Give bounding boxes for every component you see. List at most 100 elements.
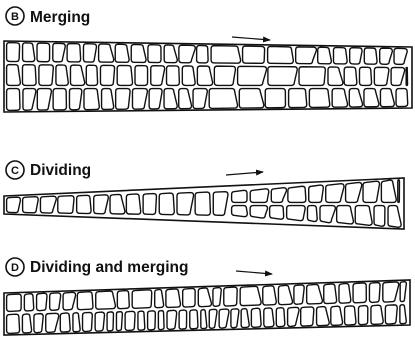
panel-b-cell bbox=[179, 89, 192, 109]
panel-b-cell bbox=[86, 65, 97, 85]
panel-d-cell bbox=[34, 314, 43, 333]
panel-b-cell bbox=[406, 68, 407, 86]
panel-b-cell bbox=[164, 89, 177, 109]
panel-d-cell bbox=[358, 306, 367, 325]
panel-c-cell-file bbox=[4, 178, 404, 229]
panel-d-cell bbox=[251, 308, 261, 327]
panel-d-cell bbox=[96, 291, 116, 309]
panel-b-cell bbox=[391, 67, 405, 85]
panel-c-cell bbox=[309, 185, 324, 202]
panel-c-cell bbox=[326, 184, 344, 203]
panel-b-cell bbox=[209, 89, 237, 109]
panel-b-cell bbox=[22, 65, 36, 86]
panel-c-cell bbox=[195, 192, 210, 215]
panel-b-cell bbox=[7, 65, 21, 86]
panel-d-cell bbox=[264, 308, 274, 327]
panel-d-cell bbox=[37, 293, 47, 310]
panel-c-cell bbox=[250, 206, 267, 218]
panel-b-cell bbox=[39, 65, 53, 86]
panel-b-cell bbox=[167, 66, 180, 86]
panel-b-letter: B bbox=[11, 11, 19, 23]
panel-b-cell bbox=[350, 48, 362, 64]
panel-b-cell bbox=[83, 44, 96, 62]
panel-b-cell bbox=[23, 43, 35, 62]
panel-b-cell bbox=[394, 48, 407, 64]
panel-d-cell bbox=[371, 305, 383, 324]
panel-b-cell bbox=[67, 43, 81, 61]
panel-d-cell bbox=[241, 309, 249, 328]
panel-d-cell bbox=[201, 310, 207, 329]
panel-c-cell bbox=[374, 206, 385, 227]
panel-d-cell bbox=[155, 289, 164, 307]
panel-b-label: B Merging bbox=[6, 7, 90, 26]
panel-b-cell bbox=[70, 65, 84, 85]
panel-d-cell bbox=[331, 306, 343, 325]
panel-b-cell bbox=[197, 45, 208, 63]
panel-d-cell bbox=[60, 313, 70, 332]
panel-d-title: Dividing and merging bbox=[30, 259, 188, 276]
panel-b-cell bbox=[84, 89, 99, 110]
panel-c-cell bbox=[288, 186, 306, 202]
panel-c-cell bbox=[250, 189, 269, 203]
panel-b-cell bbox=[318, 47, 332, 64]
panel-c-cell bbox=[58, 196, 74, 214]
panel-d-cell bbox=[183, 288, 195, 307]
panel-d-cell bbox=[22, 314, 31, 333]
panel-d-label: D Dividing and merging bbox=[6, 258, 188, 276]
panel-c-cell bbox=[355, 206, 372, 226]
panel-d-cell bbox=[353, 283, 366, 303]
panel-b-cell bbox=[148, 45, 161, 63]
panel-b-cell bbox=[396, 89, 408, 107]
panel-c-label: C Dividing bbox=[6, 161, 91, 179]
panel-b-cell bbox=[197, 66, 212, 85]
panel-b-cell bbox=[37, 43, 50, 62]
panel-d-cell bbox=[263, 286, 277, 305]
panel-b-cell bbox=[132, 89, 147, 110]
panel-d-cell bbox=[209, 309, 217, 328]
panel-d-cell bbox=[50, 293, 61, 311]
panel-dividing-and-merging: D Dividing and merging bbox=[4, 258, 410, 335]
panel-b-cell bbox=[115, 44, 129, 62]
panel-d-cell bbox=[95, 312, 104, 331]
panel-b-cell bbox=[151, 66, 165, 86]
panel-b-cell bbox=[69, 89, 81, 110]
panel-d-direction-arrow bbox=[236, 271, 272, 274]
panel-b-cell bbox=[265, 89, 285, 108]
panel-d-cell bbox=[179, 310, 187, 329]
panel-c-cell bbox=[77, 195, 91, 213]
panel-b-cell bbox=[214, 66, 235, 85]
panel-d-cell bbox=[117, 291, 129, 309]
panel-c-cell bbox=[23, 197, 39, 213]
panel-b-cell bbox=[380, 89, 394, 107]
panel-d-cell bbox=[190, 310, 198, 329]
panel-d-cell bbox=[224, 287, 237, 306]
panel-c-cell bbox=[159, 193, 174, 215]
panel-dividing: C Dividing bbox=[4, 161, 404, 229]
panel-d-cell bbox=[339, 283, 351, 303]
panel-d-cell bbox=[278, 285, 292, 304]
panel-b-cell bbox=[243, 46, 265, 63]
panel-d-cell-file bbox=[4, 280, 410, 335]
panel-c-cell bbox=[346, 182, 362, 202]
panel-b-cell bbox=[99, 44, 114, 62]
panel-c-cell bbox=[320, 206, 335, 223]
panel-d-cell bbox=[400, 305, 406, 324]
panel-c-cell bbox=[270, 206, 284, 220]
panel-d-cell bbox=[116, 312, 122, 331]
panel-b-cell-file bbox=[4, 41, 412, 112]
panel-b-title: Merging bbox=[30, 9, 90, 26]
panel-d-cell bbox=[385, 305, 397, 324]
panel-c-cell bbox=[337, 206, 354, 224]
panel-b-cell bbox=[7, 89, 20, 111]
panel-d-cell bbox=[158, 311, 164, 330]
panel-b-cell bbox=[309, 89, 329, 108]
panel-d-cell bbox=[307, 284, 323, 304]
panel-d-cell bbox=[369, 282, 380, 302]
panel-b-cell bbox=[328, 67, 343, 85]
panel-d-cell bbox=[167, 310, 177, 329]
panel-b-cell bbox=[116, 89, 130, 110]
panel-b-cell bbox=[268, 46, 294, 63]
panel-c-cell bbox=[363, 181, 379, 202]
panel-c-cell bbox=[388, 206, 401, 228]
panel-b-cell bbox=[374, 67, 388, 85]
